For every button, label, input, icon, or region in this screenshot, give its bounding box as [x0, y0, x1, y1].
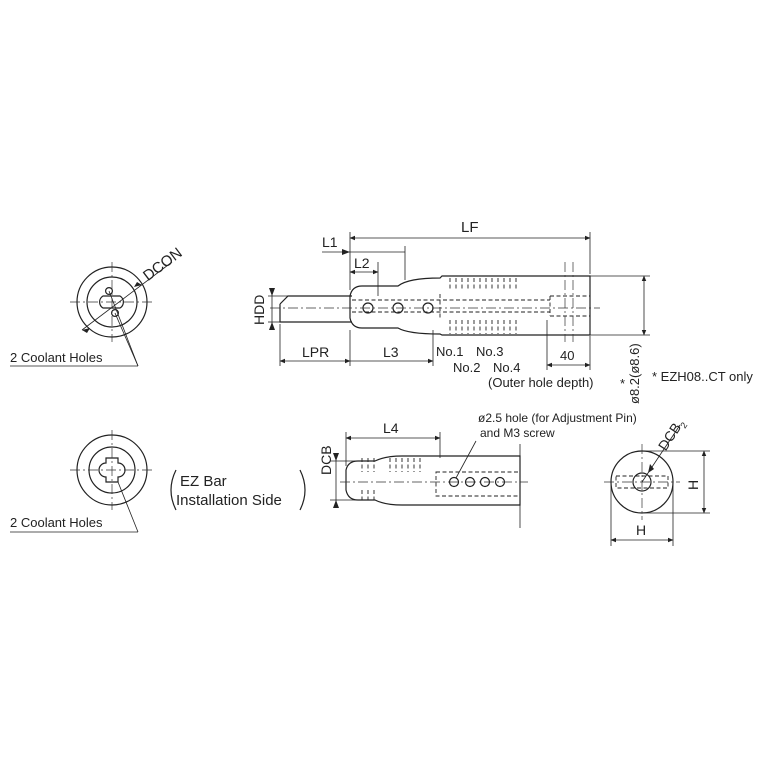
serration-marks	[361, 458, 421, 472]
diameter-label: ø8.2(ø8.6)	[627, 343, 642, 404]
end-view-bottom: 2 Coolant Holes EZ Bar Installation Side	[10, 430, 306, 533]
ezh-note-label: * EZH08..CT only	[652, 369, 753, 384]
no3-label: No.3	[476, 344, 503, 359]
h-horizontal-label: H	[636, 522, 646, 538]
no1-label: No.1	[436, 344, 463, 359]
paren-left	[170, 469, 177, 511]
dcb2-label: DCB2	[655, 416, 690, 455]
coolant-hole-icon	[104, 287, 113, 296]
serration-marks	[449, 320, 517, 334]
l4-label: L4	[383, 420, 399, 436]
holder-body	[345, 455, 521, 506]
coolant-holes-label-top: 2 Coolant Holes	[10, 350, 103, 365]
end-view-top: DCON 2 Coolant Holes	[10, 244, 186, 367]
l1-label: L1	[322, 234, 338, 250]
serration-marks	[449, 278, 517, 290]
lpr-label: LPR	[302, 344, 329, 360]
ez-bar-label: EZ Bar	[180, 473, 227, 490]
l3-label: L3	[383, 344, 399, 360]
serration-marks	[361, 490, 375, 503]
installation-side-label: Installation Side	[176, 492, 282, 509]
dcb2-subscript: 2	[678, 420, 689, 430]
h-vertical-label: H	[685, 480, 701, 490]
forty-label: 40	[560, 348, 574, 363]
dcon-leader	[81, 261, 173, 331]
dcb-label: DCB	[318, 445, 334, 475]
coolant-leader	[117, 481, 139, 533]
cutting-bar	[279, 295, 352, 323]
bore-hidden-rect	[435, 471, 521, 497]
side-view-bottom: ø2.5 hole (for Adjustment Pin) and M3 sc…	[318, 411, 637, 528]
holder-body	[349, 275, 591, 336]
coolant-leader	[108, 290, 139, 367]
coolant-leader	[114, 312, 139, 367]
asterisk-label: *	[620, 376, 625, 391]
no2-label: No.2	[453, 360, 480, 375]
end-view-center-bore	[632, 472, 652, 492]
paren-right	[299, 469, 306, 511]
end-view-right: DCB2 H H	[604, 416, 710, 546]
coolant-hole-icon	[110, 309, 119, 318]
lf-label: LF	[461, 219, 479, 236]
dcon-label: DCON	[140, 244, 186, 284]
hdd-label: HDD	[251, 295, 267, 325]
outer-hole-depth-label: (Outer hole depth)	[488, 375, 594, 390]
l2-label: L2	[354, 255, 370, 271]
hole-note-leader	[455, 440, 477, 479]
hole-note-line1: ø2.5 hole (for Adjustment Pin)	[478, 411, 637, 425]
coolant-holes-label-bottom: 2 Coolant Holes	[10, 515, 103, 530]
side-view-top: LF L1 L2 HDD LPR L3 No.1 No.3 No.2 No.4 …	[251, 219, 753, 404]
end-view-bore	[99, 295, 124, 309]
no4-label: No.4	[493, 360, 520, 375]
hole-note-line2: and M3 screw	[480, 426, 555, 440]
